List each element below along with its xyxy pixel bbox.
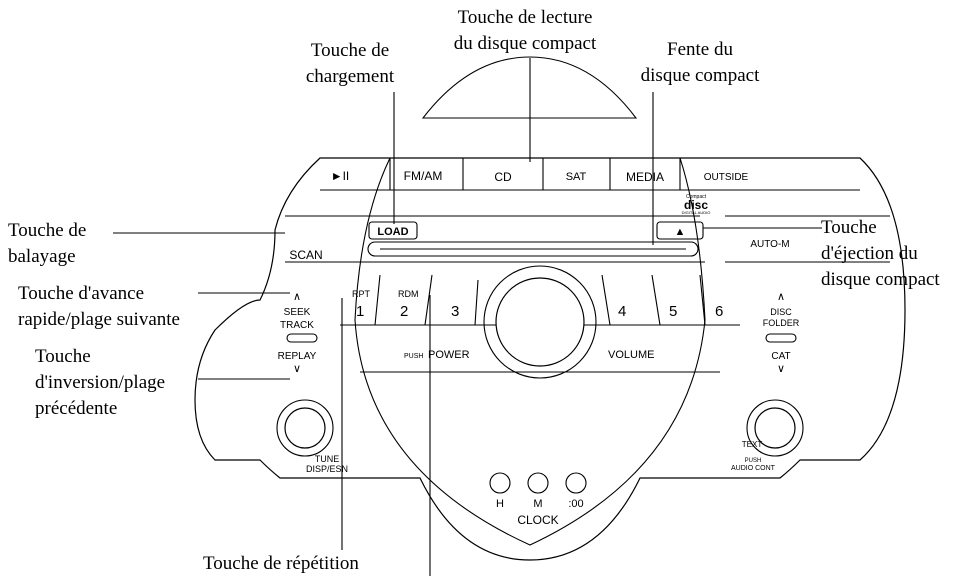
callout-seek: Touche d'avance rapide/plage suivante: [18, 281, 180, 333]
callout-replay-line1: Touche: [35, 346, 91, 367]
preset-1-button[interactable]: 1: [356, 303, 364, 320]
clock-m-label: M: [533, 498, 542, 510]
callout-replay-line3: précédente: [35, 398, 118, 419]
callout-eject-line1: Touche: [821, 217, 877, 238]
seek-up-arrow: ∧: [293, 291, 301, 303]
tune-label: TUNE: [315, 454, 340, 464]
power-volume-knob-ring: [483, 265, 597, 379]
sat-button[interactable]: SAT: [566, 171, 587, 183]
track-label[interactable]: TRACK: [280, 320, 314, 331]
callout-replay-line2: d'inversion/plage: [35, 372, 166, 393]
callout-load-line2: chargement: [305, 66, 395, 87]
tune-knob[interactable]: [284, 407, 326, 449]
callout-cd-play-line1: Touche de lecture: [457, 7, 593, 28]
callout-seek-line2: rapide/plage suivante: [18, 309, 180, 330]
preset-4-button[interactable]: 4: [618, 303, 626, 320]
preset-2-button[interactable]: 2: [400, 303, 408, 320]
clock-00-button[interactable]: [565, 472, 587, 494]
seek-label[interactable]: SEEK: [284, 307, 311, 318]
cd-logo-sub: DIGITAL AUDIO: [682, 210, 711, 215]
text-label: TEXT: [742, 440, 763, 449]
eject-button-outline: [656, 221, 704, 240]
outside-button[interactable]: OUTSIDE: [704, 172, 749, 183]
clock-00-label: :00: [568, 498, 583, 510]
power-label: POWER: [428, 349, 470, 361]
audio-knob[interactable]: [754, 407, 796, 449]
disc-up-arrow: ∧: [777, 291, 785, 303]
cat-label[interactable]: CAT: [771, 351, 790, 362]
preset-5-button[interactable]: 5: [669, 303, 677, 320]
auto-m-button[interactable]: AUTO-M: [750, 239, 789, 250]
folder-label[interactable]: FOLDER: [763, 318, 800, 328]
callout-cd-slot-line1: Fente du: [667, 39, 733, 60]
play-pause-button[interactable]: ►II: [331, 169, 350, 183]
disc-label[interactable]: DISC: [770, 307, 792, 317]
volume-label: VOLUME: [608, 349, 654, 361]
cd-disc-illustration: [421, 56, 638, 119]
tune-knob-outer: [276, 399, 334, 457]
load-button-outline: [368, 221, 418, 240]
callout-scan: Touche de balayage: [8, 218, 86, 270]
disp-esn-label: DISP/ESN: [306, 464, 348, 474]
clock-m-button[interactable]: [527, 472, 549, 494]
callout-eject-line3: disque compact: [821, 269, 940, 290]
load-button[interactable]: LOAD: [377, 226, 408, 238]
push-right-label: PUSH: [745, 458, 762, 464]
callout-load: Touche de chargement: [290, 38, 410, 90]
callout-repeat-line1: Touche de répétition: [203, 553, 359, 574]
callout-load-line1: Touche de: [310, 40, 390, 61]
cd-button[interactable]: CD: [494, 170, 512, 184]
callout-scan-line1: Touche de: [8, 220, 87, 241]
clock-h-button[interactable]: [489, 472, 511, 494]
media-button[interactable]: MEDIA: [626, 170, 664, 184]
replay-down-arrow: ∨: [293, 363, 301, 375]
audio-knob-outer: [746, 399, 804, 457]
eject-button[interactable]: ▲: [675, 226, 686, 238]
callout-cd-slot: Fente du disque compact: [620, 37, 780, 89]
center-bezel: [354, 157, 706, 546]
replay-label[interactable]: REPLAY: [278, 351, 317, 362]
preset-2-tag: RDM: [398, 289, 419, 299]
clock-h-label: H: [496, 498, 504, 510]
clock-label: CLOCK: [517, 513, 558, 527]
callout-seek-line1: Touche d'avance: [18, 283, 145, 304]
cd-logo: disc: [684, 198, 708, 212]
preset-3-button[interactable]: 3: [451, 303, 459, 320]
audio-cont-label: AUDIO CONT: [731, 465, 776, 472]
cd-slot: [367, 241, 699, 257]
callout-replay: Touche d'inversion/plage précédente: [35, 344, 165, 422]
cd-logo-small: Compact: [686, 194, 707, 200]
callout-cd-play-line2: du disque compact: [453, 33, 597, 54]
power-volume-knob[interactable]: [495, 277, 585, 367]
callout-eject-line2: d'éjection du: [821, 243, 918, 264]
push-label: PUSH: [404, 353, 423, 360]
callout-eject: Touche d'éjection du disque compact: [821, 215, 940, 293]
fm-am-button[interactable]: FM/AM: [404, 169, 443, 183]
preset-1-tag: RPT: [352, 289, 371, 299]
callout-cd-play: Touche de lecture du disque compact: [425, 5, 625, 57]
cat-down-arrow: ∨: [777, 363, 785, 375]
callout-cd-slot-line2: disque compact: [640, 65, 760, 86]
scan-button[interactable]: SCAN: [289, 248, 322, 262]
callout-scan-line2: balayage: [8, 246, 76, 267]
callout-repeat: Touche de répétition: [203, 551, 359, 577]
preset-6-button[interactable]: 6: [715, 303, 723, 320]
